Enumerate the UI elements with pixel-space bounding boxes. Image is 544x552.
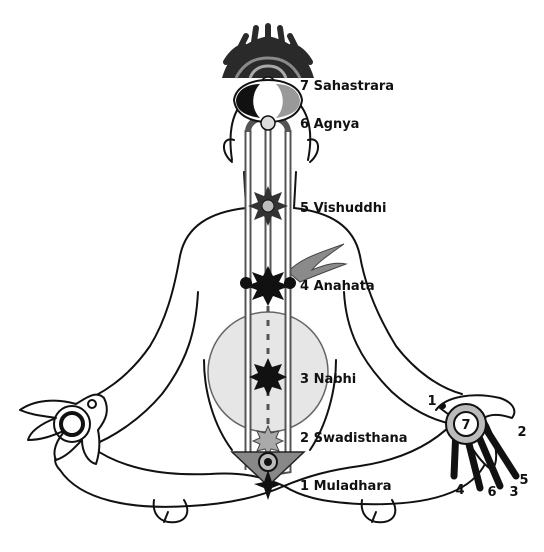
chakra-4-marker	[240, 266, 296, 306]
chakra-7-label: 7 Sahastrara	[300, 79, 394, 94]
finger-label-6: 6	[487, 485, 496, 500]
agnya-crescent	[232, 78, 304, 124]
palm-number: 7	[461, 418, 470, 433]
finger-label-5: 5	[519, 473, 528, 488]
chakra-6-label: 6 Agnya	[300, 117, 359, 132]
chakra-1-marker	[230, 451, 306, 500]
finger-label-2: 2	[517, 425, 526, 440]
chakra-4-label: 4 Anahata	[300, 279, 375, 294]
finger-label-3: 3	[509, 485, 518, 500]
chakra-3-label: 3 Nabhi	[300, 372, 356, 387]
crown-lotus	[222, 23, 314, 79]
right-palm-center	[440, 403, 487, 445]
chakra-5-marker	[248, 186, 288, 226]
finger-label-1: 1	[427, 394, 436, 409]
heart-flame	[287, 243, 348, 283]
chakra-6-marker	[260, 115, 276, 131]
chakra-2-label: 2 Swadisthana	[300, 431, 408, 446]
figure-body	[54, 89, 491, 524]
chakra-5-label: 5 Vishuddhi	[300, 201, 386, 216]
left-palm-circle	[53, 399, 97, 443]
chakra-3-marker	[249, 358, 287, 396]
finger-label-4: 4	[455, 483, 464, 498]
chakra-1-label: 1 Muladhara	[300, 479, 392, 494]
